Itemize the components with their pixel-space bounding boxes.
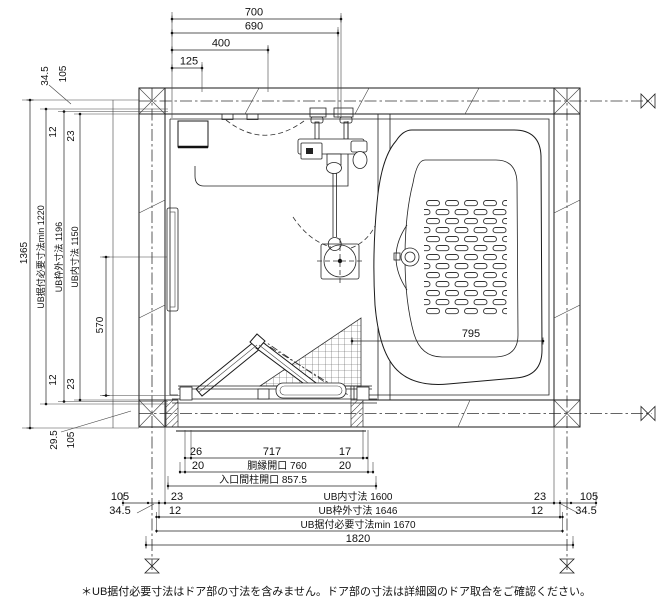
dim-label-700: 700 xyxy=(245,7,263,19)
dimensions-top: 700 690 400 125 xyxy=(170,7,343,118)
entrance-door xyxy=(165,317,377,432)
threshold xyxy=(275,382,347,399)
dim-label-20-left: 20 xyxy=(192,460,204,472)
dim-label-105-bottom-left: 105 xyxy=(66,431,77,448)
dim-label-125: 125 xyxy=(180,56,198,68)
tub-inner-rim xyxy=(404,159,519,358)
gridline-marker-bottom-right xyxy=(640,405,656,422)
dim-label-29-5: 29.5 xyxy=(49,430,60,450)
tub-drain xyxy=(400,247,420,267)
dimensions-left: 1365 UB据付必要寸法min 1220 UB枠外寸法 1196 UB内寸法 … xyxy=(19,65,180,450)
bathtub: 795 xyxy=(350,129,545,385)
leader-34-right xyxy=(560,503,579,514)
dim-label-105-right: 105 xyxy=(580,491,598,503)
dim-label-105-top: 105 xyxy=(58,65,69,82)
dim-label-12-bottom: 12 xyxy=(48,374,59,386)
dim-label-34-left: 34.5 xyxy=(109,505,130,517)
dim-label-ub-install-v: UB据付必要寸法min 1220 xyxy=(35,205,46,309)
dim-label-717: 717 xyxy=(263,446,281,458)
dim-label-ub-frame-v: UB枠外寸法 1196 xyxy=(53,222,64,292)
corner-shelf xyxy=(177,120,209,149)
grab-bar xyxy=(166,207,179,312)
shower-swing-arc xyxy=(292,216,332,248)
leader-top-left xyxy=(48,84,72,105)
dim-label-23-right: 23 xyxy=(534,491,546,503)
door-panel-left xyxy=(195,340,262,397)
jamb-hatch-right xyxy=(350,399,364,428)
dim-label-570: 570 xyxy=(95,316,106,333)
anti-slip-pattern xyxy=(424,198,507,316)
door-alt-position xyxy=(204,342,351,397)
dimensions-bottom: 26 717 17 20 胴縁開口 760 20 入口間柱開口 857.5 10… xyxy=(109,427,598,549)
dim-label-12-right: 12 xyxy=(531,505,543,517)
dim-label-furring-opening: 胴縁開口 760 xyxy=(247,459,307,472)
leader-bottom-left xyxy=(60,410,132,433)
dim-label-ub-frame-h: UB枠外寸法 1646 xyxy=(319,504,398,517)
jamb-hatch-left xyxy=(165,399,179,428)
door-stop xyxy=(257,388,270,400)
dim-label-690: 690 xyxy=(245,21,263,33)
dim-label-ub-inner-h: UB内寸法 1600 xyxy=(324,490,393,503)
dim-label-34-5-top: 34.5 xyxy=(40,66,51,86)
dim-label-400: 400 xyxy=(212,38,230,50)
panel-joint-mark xyxy=(246,113,259,120)
shower-swing-arc xyxy=(350,225,376,249)
dim-label-26: 26 xyxy=(190,446,202,458)
dim-label-ub-install-h: UB据付必要寸法min 1670 xyxy=(300,518,415,531)
shower-head xyxy=(352,151,368,169)
column-top-right xyxy=(553,87,581,115)
faucet-unit xyxy=(297,107,368,174)
shower-holder xyxy=(350,140,368,153)
dim-label-1365: 1365 xyxy=(19,241,30,264)
dim-label-1820: 1820 xyxy=(346,533,370,545)
dim-label-20-right: 20 xyxy=(339,460,351,472)
control-button xyxy=(306,148,313,154)
dim-label-795: 795 xyxy=(462,328,480,340)
dim-label-ub-inner-v: UB内寸法 1150 xyxy=(69,226,80,287)
leader-34-left xyxy=(136,503,155,514)
tub-drain-bulge xyxy=(395,224,408,291)
dim-label-23-bottom: 23 xyxy=(66,378,77,390)
dim-label-105-left: 105 xyxy=(111,491,129,503)
dim-label-17: 17 xyxy=(339,446,351,458)
dim-label-12-top: 12 xyxy=(48,126,59,138)
footnote: ＊UB据付必要寸法はドア部の寸法を含みません。ドア部の寸法は詳細図のドア取合をご… xyxy=(81,584,591,598)
column-bottom-right xyxy=(553,399,581,428)
grid-centerlines xyxy=(139,88,656,574)
panel-joint-mark xyxy=(221,113,234,120)
dim-label-23-top: 23 xyxy=(66,130,77,142)
dim-label-entrance-opening: 入口間柱開口 857.5 xyxy=(219,473,307,486)
dim-label-34-right: 34.5 xyxy=(575,505,596,517)
level-marker-right xyxy=(559,558,575,574)
level-marker-left xyxy=(144,558,160,574)
shower-hose xyxy=(332,173,337,237)
mirror-arc xyxy=(225,119,305,136)
door-sill xyxy=(172,382,377,432)
floor-drain xyxy=(317,238,363,284)
counter-edge xyxy=(194,121,349,187)
stud-marks xyxy=(138,87,581,428)
washing-area xyxy=(166,107,376,312)
dim-label-23-left: 23 xyxy=(171,491,183,503)
dim-label-12-left: 12 xyxy=(169,505,181,517)
gridline-marker-top-right xyxy=(640,93,656,109)
